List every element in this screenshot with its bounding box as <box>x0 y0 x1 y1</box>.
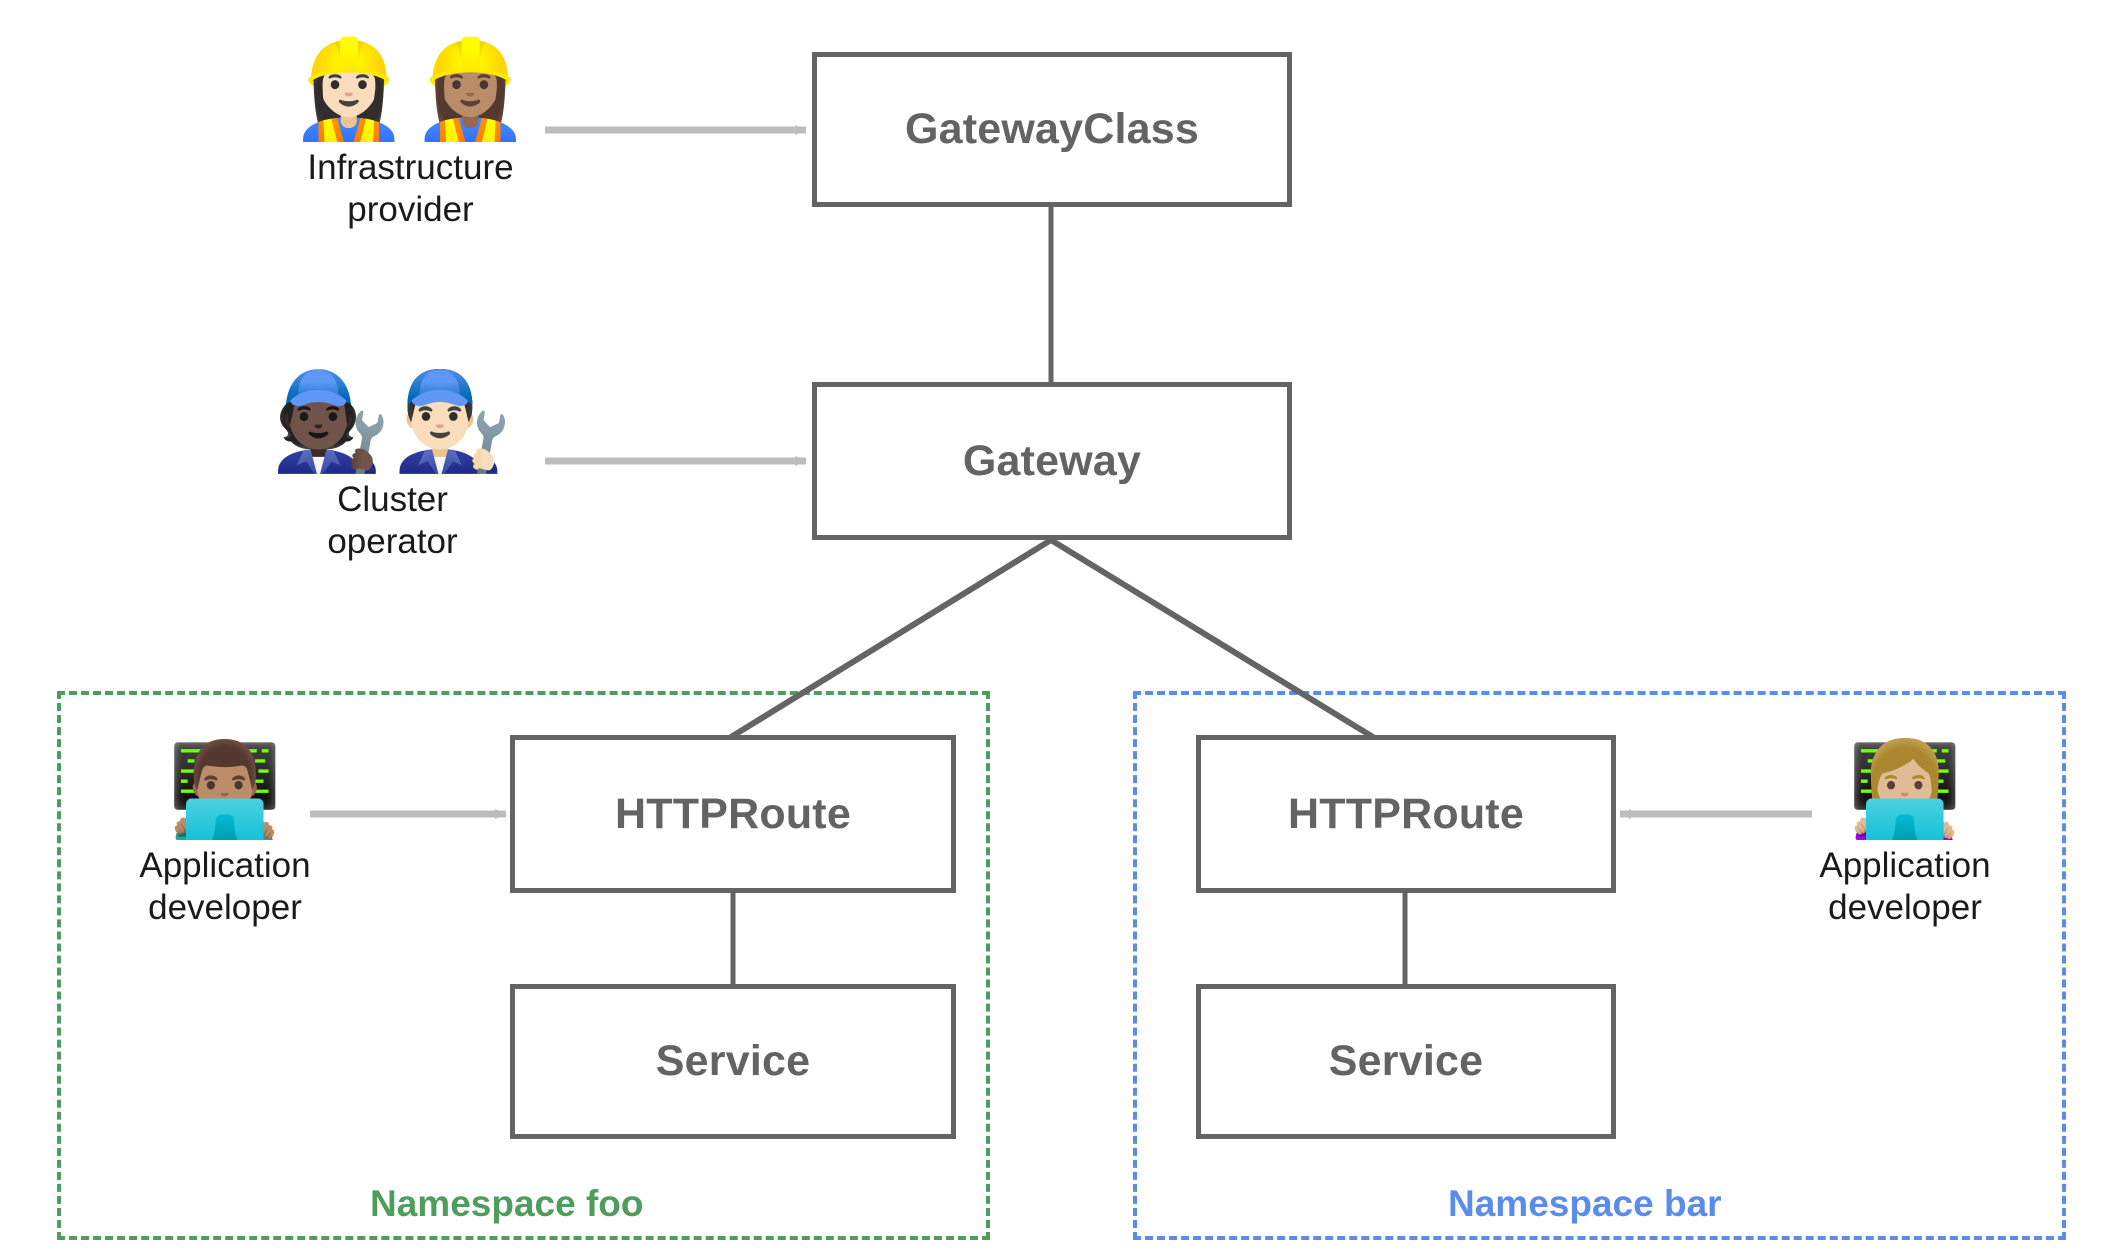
node-service-bar-label: Service <box>1328 1037 1484 1085</box>
persona-cluster-operator-caption: Cluster operator <box>327 479 458 562</box>
node-service-bar[interactable]: Service <box>1196 984 1616 1139</box>
node-httproute-foo-label: HTTPRoute <box>615 789 851 838</box>
mechanic-icon: 🧑🏿‍🔧👨🏻‍🔧 <box>270 368 515 475</box>
technologist-icon-foo: 👨🏽‍💻 <box>167 739 283 841</box>
persona-cluster-operator: 🧑🏿‍🔧👨🏻‍🔧 Cluster operator <box>250 368 535 564</box>
namespace-foo-title: Namespace foo <box>370 1183 644 1224</box>
persona-application-developer-foo-caption: Application developer <box>139 845 311 928</box>
technologist-icon-bar: 👩🏼‍💻 <box>1847 739 1963 841</box>
persona-infrastructure-provider-caption: Infrastructure provider <box>307 147 514 230</box>
namespace-foo-container <box>57 691 990 1240</box>
persona-application-developer-bar-caption: Application developer <box>1819 845 1991 928</box>
node-httproute-bar-label: HTTPRoute <box>1288 789 1524 838</box>
node-httproute-bar[interactable]: HTTPRoute <box>1196 735 1616 893</box>
persona-infrastructure-provider: 👷🏻‍♀️👷🏽‍♀️ Infrastructure provider <box>268 36 553 232</box>
node-gatewayclass-label: GatewayClass <box>904 105 1199 153</box>
namespace-bar-container <box>1133 691 2066 1240</box>
node-gateway-label: Gateway <box>962 436 1142 485</box>
node-gatewayclass[interactable]: GatewayClass <box>812 52 1292 207</box>
node-service-foo[interactable]: Service <box>510 984 956 1139</box>
construction-worker-icon: 👷🏻‍♀️👷🏽‍♀️ <box>288 36 533 143</box>
persona-application-developer-foo: 👨🏽‍💻 Application developer <box>110 742 340 930</box>
node-httproute-foo[interactable]: HTTPRoute <box>510 735 956 893</box>
namespace-bar-title: Namespace bar <box>1448 1183 1722 1224</box>
persona-application-developer-bar: 👩🏼‍💻 Application developer <box>1790 742 2020 930</box>
node-gateway[interactable]: Gateway <box>812 382 1292 540</box>
node-service-foo-label: Service <box>655 1037 811 1085</box>
